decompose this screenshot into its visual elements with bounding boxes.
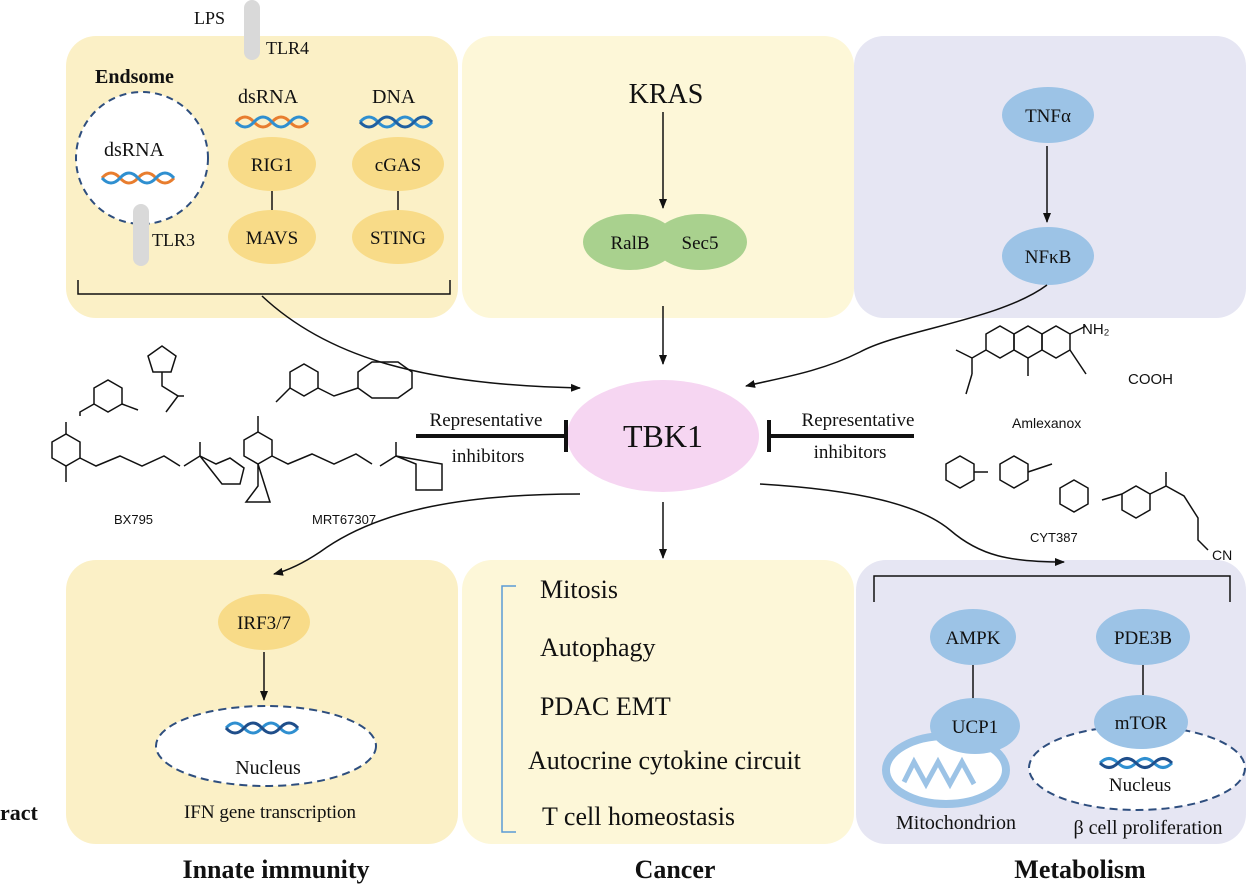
ucp1-node bbox=[930, 698, 1020, 754]
cgas-label: cGAS bbox=[375, 155, 421, 176]
cgas-node bbox=[352, 137, 444, 191]
tlr4-receptor bbox=[244, 0, 260, 60]
cancer-item-3: Autocrine cytokine circuit bbox=[528, 746, 802, 775]
left-inhibitors-label-2: inhibitors bbox=[452, 446, 525, 467]
amlexanox-structure bbox=[955, 325, 1087, 395]
mitochondrion-label: Mitochondrion bbox=[896, 812, 1016, 834]
rig1-label: RIG1 bbox=[251, 155, 293, 176]
endosome-dsrna-helix-icon bbox=[100, 171, 176, 185]
dna-label: DNA bbox=[372, 86, 416, 108]
metab-bottom-bracket bbox=[873, 575, 1231, 602]
tnfa-node bbox=[1002, 87, 1094, 143]
dsrna-label: dsRNA bbox=[238, 86, 299, 108]
cyt387-structure bbox=[945, 455, 1209, 551]
dna-helix-icon bbox=[358, 115, 434, 129]
mtor-label: mTOR bbox=[1115, 713, 1168, 734]
innate-top-bracket bbox=[77, 280, 451, 295]
sting-node bbox=[352, 210, 444, 264]
sec5-label: Sec5 bbox=[682, 233, 719, 254]
innate-nucleus bbox=[155, 705, 377, 787]
lps-label: LPS bbox=[194, 8, 225, 28]
tbk1-to-innate-arrow bbox=[273, 493, 581, 576]
metab-top-panel bbox=[854, 36, 1246, 318]
metab-nucleus-dna-icon bbox=[1098, 757, 1174, 769]
footer-metabolism: Metabolism bbox=[1014, 855, 1146, 884]
tlr3-label: TLR3 bbox=[152, 230, 195, 250]
endosome-title: Endsome bbox=[95, 66, 174, 88]
nfkb-node bbox=[1002, 227, 1094, 285]
mrt67307-label: MRT67307 bbox=[312, 512, 376, 527]
rig1-node bbox=[228, 137, 316, 191]
ifn-label: IFN gene transcription bbox=[184, 802, 357, 823]
amlexanox-label: Amlexanox bbox=[1012, 415, 1081, 431]
ampk-label: AMPK bbox=[946, 628, 1001, 649]
sec5-node bbox=[653, 214, 747, 270]
nfkb-label: NFκB bbox=[1025, 247, 1072, 268]
innate-bottom-panel bbox=[66, 560, 458, 844]
cancer-item-0: Mitosis bbox=[540, 575, 618, 604]
tnfa-label: TNFα bbox=[1025, 106, 1071, 127]
endosome bbox=[75, 91, 209, 225]
amlexanox-nh2: NH₂ bbox=[1082, 321, 1110, 338]
cancer-item-1: Autophagy bbox=[540, 633, 656, 662]
footer-cancer: Cancer bbox=[635, 855, 716, 884]
mtor-node bbox=[1094, 695, 1188, 749]
tlr4-label: TLR4 bbox=[266, 38, 309, 58]
cancer-item-4: T cell homeostasis bbox=[542, 802, 735, 831]
tbk1-label: TBK1 bbox=[623, 418, 703, 454]
ralb-node bbox=[583, 214, 677, 270]
amlexanox-cooh: COOH bbox=[1128, 371, 1173, 388]
cyt387-label: CYT387 bbox=[1030, 530, 1078, 545]
pde3b-label: PDE3B bbox=[1114, 628, 1172, 649]
tbk1-to-metab-arrow bbox=[759, 483, 1065, 566]
endosome-dsrna-label: dsRNA bbox=[104, 139, 165, 161]
left-inhibitors-label-1: Representative bbox=[430, 410, 543, 431]
mavs-node bbox=[228, 210, 316, 264]
ampk-node bbox=[930, 609, 1016, 665]
dsrna-helix-icon bbox=[234, 115, 310, 129]
cancer-list-bracket bbox=[501, 585, 516, 833]
beta-cell-label: β cell proliferation bbox=[1073, 817, 1222, 839]
mrt67307-structure bbox=[243, 361, 443, 503]
mavs-label: MAVS bbox=[246, 228, 298, 249]
irf-node bbox=[218, 594, 310, 650]
tbk1-node bbox=[567, 380, 759, 492]
ucp1-label: UCP1 bbox=[952, 717, 998, 738]
cyt387-cn: CN bbox=[1212, 547, 1232, 563]
bx795-label: BX795 bbox=[114, 512, 153, 527]
irf-label: IRF3/7 bbox=[237, 613, 291, 634]
cancer-top-panel bbox=[462, 36, 854, 318]
innate-nucleus-dna-icon bbox=[224, 721, 300, 735]
cancer-bottom-panel bbox=[462, 560, 854, 844]
innate-nucleus-label: Nucleus bbox=[235, 757, 301, 779]
footer-innate: Innate immunity bbox=[182, 855, 369, 884]
innate-to-tbk1-arrow bbox=[261, 295, 581, 392]
tlr3-receptor bbox=[133, 204, 149, 266]
sting-label: STING bbox=[370, 228, 426, 249]
right-inhibitors-label-2: inhibitors bbox=[814, 442, 887, 463]
bx795-structure bbox=[51, 345, 245, 485]
side-label: ract bbox=[0, 800, 39, 825]
metab-nucleus-label: Nucleus bbox=[1109, 775, 1171, 796]
ralb-label: RalB bbox=[610, 233, 649, 254]
right-inhibitors-label-1: Representative bbox=[802, 410, 915, 431]
cancer-item-2: PDAC EMT bbox=[540, 692, 671, 721]
kras-label: KRAS bbox=[629, 79, 704, 110]
metab-to-tbk1-arrow bbox=[745, 284, 1048, 388]
pde3b-node bbox=[1096, 609, 1190, 665]
